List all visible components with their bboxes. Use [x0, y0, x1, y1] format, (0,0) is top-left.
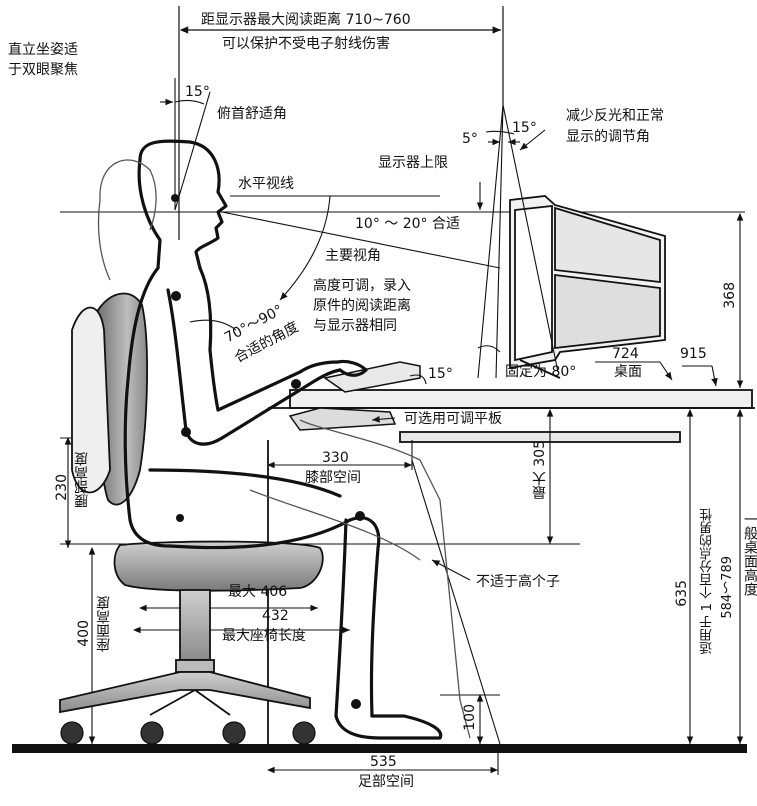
dimension-432: 432 — [262, 608, 289, 624]
adjustable-label-2: 原件的阅读距离 — [313, 298, 411, 314]
ghost-person — [97, 159, 471, 739]
seat-height-label: 座面高度 — [96, 596, 112, 652]
keyboard — [288, 361, 421, 431]
floor — [12, 744, 747, 753]
adjustable-label-3: 与显示器相同 — [313, 318, 397, 334]
right-dimensions — [546, 212, 744, 744]
glare-label-1: 减少反光和正常 — [566, 108, 664, 124]
male-range-values: 584～789 — [720, 556, 735, 619]
upright-posture-label-2: 于双眼聚焦 — [8, 62, 78, 78]
dimension-230: 230 — [54, 474, 70, 501]
max-305-label: 最大 305 — [532, 440, 548, 500]
chair — [59, 292, 324, 716]
male-range-label: 适用于 1 个百分点的男性 — [700, 508, 715, 655]
glare-label-2: 显示的调节角 — [566, 129, 650, 145]
head-angle-lines — [160, 78, 211, 211]
desk-height-label: 一般桌面高度 — [742, 512, 757, 596]
eye-level-lines — [60, 182, 745, 301]
foot-space-label: 足部空间 — [358, 774, 414, 790]
head-angle-value: 15° — [185, 84, 210, 100]
angle-arcs — [189, 319, 427, 385]
upright-posture-label-1: 直立坐姿适 — [8, 42, 78, 58]
optional-board-label: 可选用可调平板 — [404, 411, 502, 427]
dimension-330: 330 — [322, 450, 349, 466]
knee-space-label: 膝部空间 — [305, 470, 361, 486]
lumbar-height-label: 腰部高度 — [74, 452, 90, 508]
dimension-915: 915 — [680, 346, 707, 362]
monitor-angle-5: 5° — [462, 131, 478, 147]
reading-distance-dimension — [178, 6, 504, 240]
dimension-535: 535 — [370, 754, 397, 770]
monitor-upper-label: 显示器上限 — [378, 155, 448, 171]
dimension-635: 635 — [674, 580, 690, 607]
max-reading-distance-label: 距显示器最大阅读距离 710~760 — [201, 12, 411, 28]
sight-range-label: 10° ～ 20° 合适 — [355, 216, 460, 232]
head-tilt-label: 俯首舒适角 — [217, 106, 287, 122]
wrist-angle-15: 15° — [428, 366, 453, 382]
horizontal-sight-label: 水平视线 — [238, 176, 294, 192]
radiation-protection-label: 可以保护不受电子射线伤害 — [222, 36, 390, 52]
dimension-400: 400 — [76, 620, 92, 647]
max-seat-length-label: 最大座椅长度 — [222, 628, 306, 644]
desk — [267, 389, 755, 744]
desk-surface-label: 桌面 — [614, 364, 642, 380]
fixed-80-label: 固定为 80° — [505, 364, 577, 380]
monitor — [509, 195, 666, 379]
seat-dimensions — [60, 436, 350, 744]
monitor-tilt-lines — [477, 104, 559, 379]
dimension-100: 100 — [462, 704, 478, 731]
seated-person — [123, 139, 443, 740]
monitor-angle-15: 15° — [512, 120, 537, 136]
max-406-label: 最大 406 — [228, 584, 288, 600]
joint-markers — [171, 194, 365, 709]
chair-wheels — [60, 721, 316, 745]
dimension-368: 368 — [722, 282, 738, 309]
main-view-angle-label: 主要视角 — [325, 248, 381, 264]
dimension-724: 724 — [612, 346, 639, 362]
adjustable-label-1: 高度可调，录入 — [313, 278, 411, 294]
not-tall-label: 不适于高个子 — [476, 574, 560, 590]
